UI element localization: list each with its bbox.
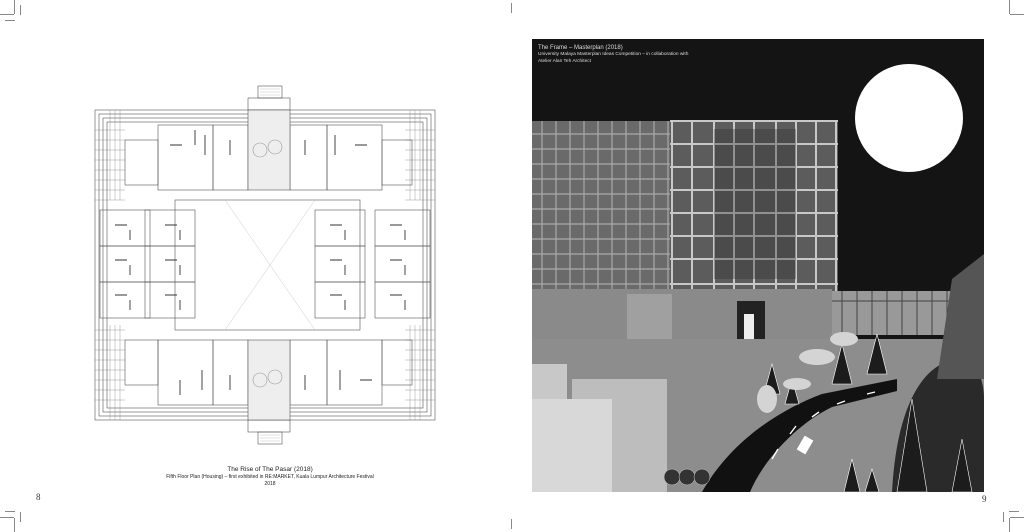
crop-mark: [1003, 512, 1004, 522]
crop-mark: [511, 3, 512, 13]
crop-mark: [5, 20, 15, 21]
crop-mark: [20, 512, 21, 522]
figure-subtitle-line2: Atelier Alan Teh Architect: [538, 58, 591, 64]
masterplan-render: The Frame – Masterplan (2018) University…: [532, 39, 984, 492]
crop-mark: [0, 517, 14, 518]
crop-mark: [1009, 518, 1010, 532]
crop-mark: [1009, 511, 1019, 512]
figure-subtitle: Fifth Floor Plan (Housing) – first exhib…: [166, 474, 374, 487]
crop-mark: [14, 518, 15, 532]
figure-title: The Rise of The Pasar (2018): [227, 466, 313, 473]
crop-mark: [5, 511, 15, 512]
crop-mark: [14, 0, 15, 14]
figure-caption-right: The Frame – Masterplan (2018) University…: [538, 44, 688, 65]
crop-mark: [0, 14, 14, 15]
crop-mark: [1010, 14, 1024, 15]
figure-subtitle-line1: University Malaya Masterplan Ideas Compe…: [538, 52, 689, 57]
page-number-right: 9: [982, 494, 987, 504]
crop-mark: [1010, 517, 1024, 518]
crop-mark: [1009, 0, 1010, 14]
figure-title: The Frame – Masterplan (2018): [538, 45, 623, 51]
page-number-left: 8: [36, 492, 41, 502]
figure-caption-left: The Rise of The Pasar (2018) Fifth Floor…: [160, 466, 380, 488]
crop-mark: [20, 5, 21, 15]
floor-plan-drawing: [90, 80, 440, 450]
moon-icon: [855, 64, 963, 172]
crop-mark: [511, 519, 512, 529]
